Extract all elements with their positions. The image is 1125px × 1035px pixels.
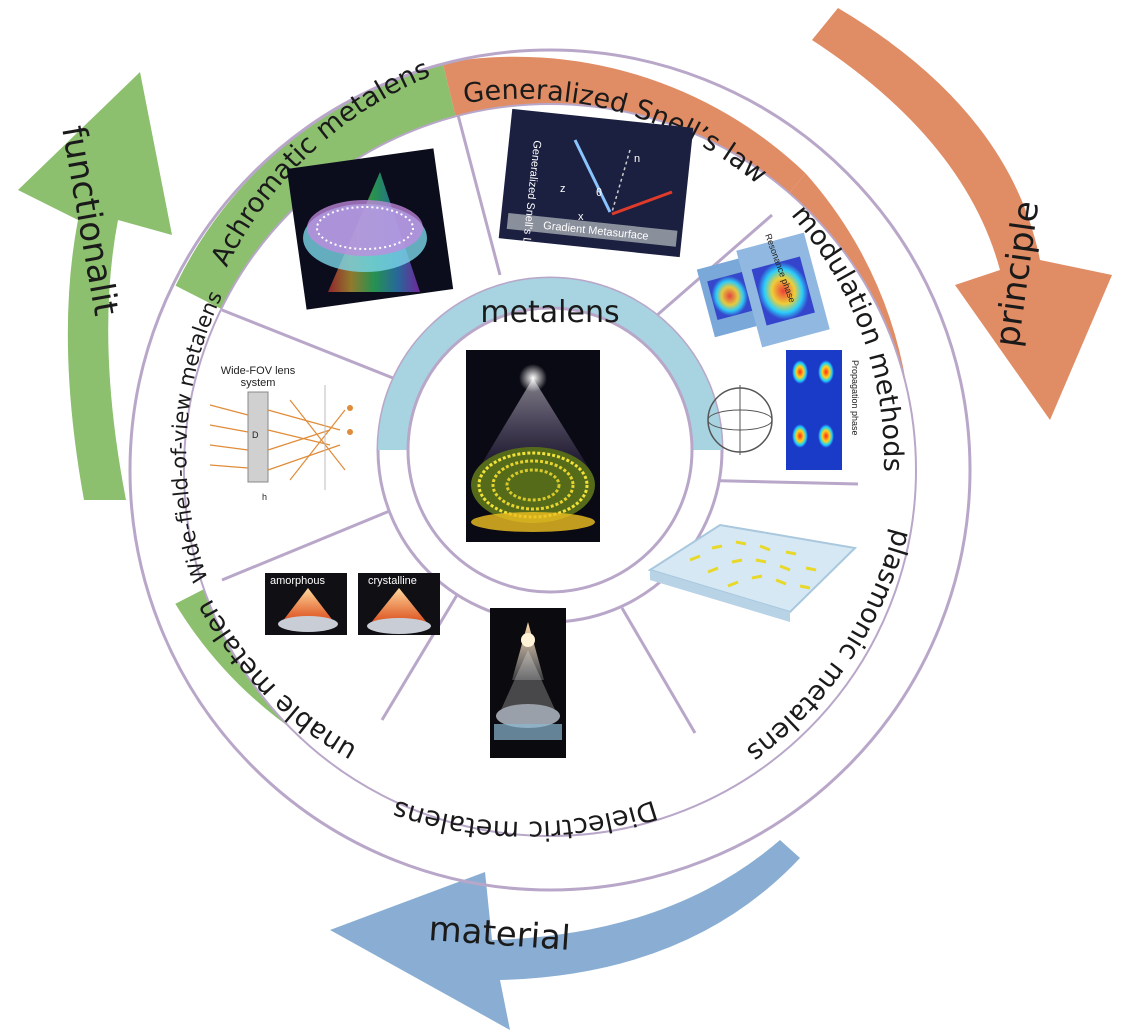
snell-theta-label: θ [596, 187, 602, 199]
divider-1 [456, 114, 502, 276]
tunable-right-lens [367, 618, 431, 634]
modulation-hotspot-2 [818, 360, 834, 384]
center-lens-ring-1 [477, 451, 589, 519]
tunable-left-cone [282, 588, 334, 622]
figure-achromatic [286, 148, 454, 310]
divider-5 [380, 589, 462, 721]
dielectric-lens [496, 704, 560, 728]
divider-6 [221, 508, 393, 582]
widefov-lens-block [247, 391, 269, 483]
center-hub: metalens [376, 276, 724, 624]
modulation-hotspot-4 [818, 424, 834, 448]
modulation-resonance-heat-1 [707, 272, 753, 321]
figure-modulation: Resonance phase Propagation phase [696, 232, 860, 470]
achromatic-lens-pillars [316, 206, 414, 250]
snell-x-label: x [578, 211, 584, 223]
tunable-left-lens [278, 616, 338, 632]
modulation-propagation-label: Propagation phase [850, 360, 860, 436]
functionality-arrow-shape [18, 72, 172, 500]
achromatic-lens-top [307, 200, 423, 256]
material-arrow-label: material [427, 909, 571, 959]
figure-widefov: Wide-FOV lens system D h [209, 365, 353, 502]
figure-tunable: amorphous crystalline [265, 573, 440, 635]
modulation-resonance-heat-2 [751, 256, 815, 326]
modulation-hotspot-3 [792, 424, 808, 448]
widefov-caption-line1: Wide-FOV lens [221, 365, 296, 377]
material-arrow-shape [330, 840, 800, 1030]
center-lens-disk [471, 447, 595, 523]
center-light-cone [478, 378, 590, 470]
dielectric-substrate [494, 724, 562, 740]
widefov-focus-2 [347, 429, 353, 435]
principle-arrow-shape [812, 8, 1112, 420]
widefov-focus-1 [347, 405, 353, 411]
snell-refracted-ray [611, 190, 673, 216]
center-lens-ring-2 [491, 459, 575, 511]
widefov-caption-line2: system [241, 377, 276, 389]
figure-dielectric [490, 608, 566, 758]
figure-plasmonic [647, 523, 858, 622]
principle-arrow: principle [812, 8, 1112, 420]
snell-substrate [506, 213, 678, 247]
modulation-hotspot-1 [792, 360, 808, 384]
center-metalens-image [466, 350, 600, 542]
widefov-d-label: D [252, 430, 259, 440]
snell-n-label: n [634, 153, 640, 165]
widefov-rays [209, 399, 346, 481]
figure-snell: Gradient Metasurface Generalized Snell's… [498, 108, 694, 258]
dielectric-beam-bottom [500, 650, 556, 712]
widefov-h-label: h [262, 492, 267, 502]
segment-snell-band [442, 56, 806, 215]
center-title: metalens [480, 295, 619, 330]
divider-4 [620, 607, 697, 734]
dielectric-focus [521, 633, 535, 647]
tunable-right-label: crystalline [368, 575, 417, 587]
snell-incident-ray [573, 139, 612, 213]
center-lens-ring-3 [505, 468, 561, 502]
plasmonic-antennas [689, 540, 817, 590]
plasmonic-substrate-edge [650, 570, 790, 622]
tunable-left-label: amorphous [270, 575, 326, 587]
inner-ring-stroke [183, 103, 917, 837]
dielectric-beam-top [512, 622, 544, 680]
tunable-right-cone [370, 588, 428, 624]
snell-normal-line [611, 149, 631, 213]
center-lens-glow [471, 512, 595, 532]
outer-ring-stroke [128, 48, 972, 892]
center-focal-spot [519, 364, 547, 392]
snell-z-label: z [560, 183, 566, 195]
divider-7 [221, 308, 399, 382]
material-arrow: material [330, 840, 800, 1030]
center-top-band [378, 278, 722, 450]
